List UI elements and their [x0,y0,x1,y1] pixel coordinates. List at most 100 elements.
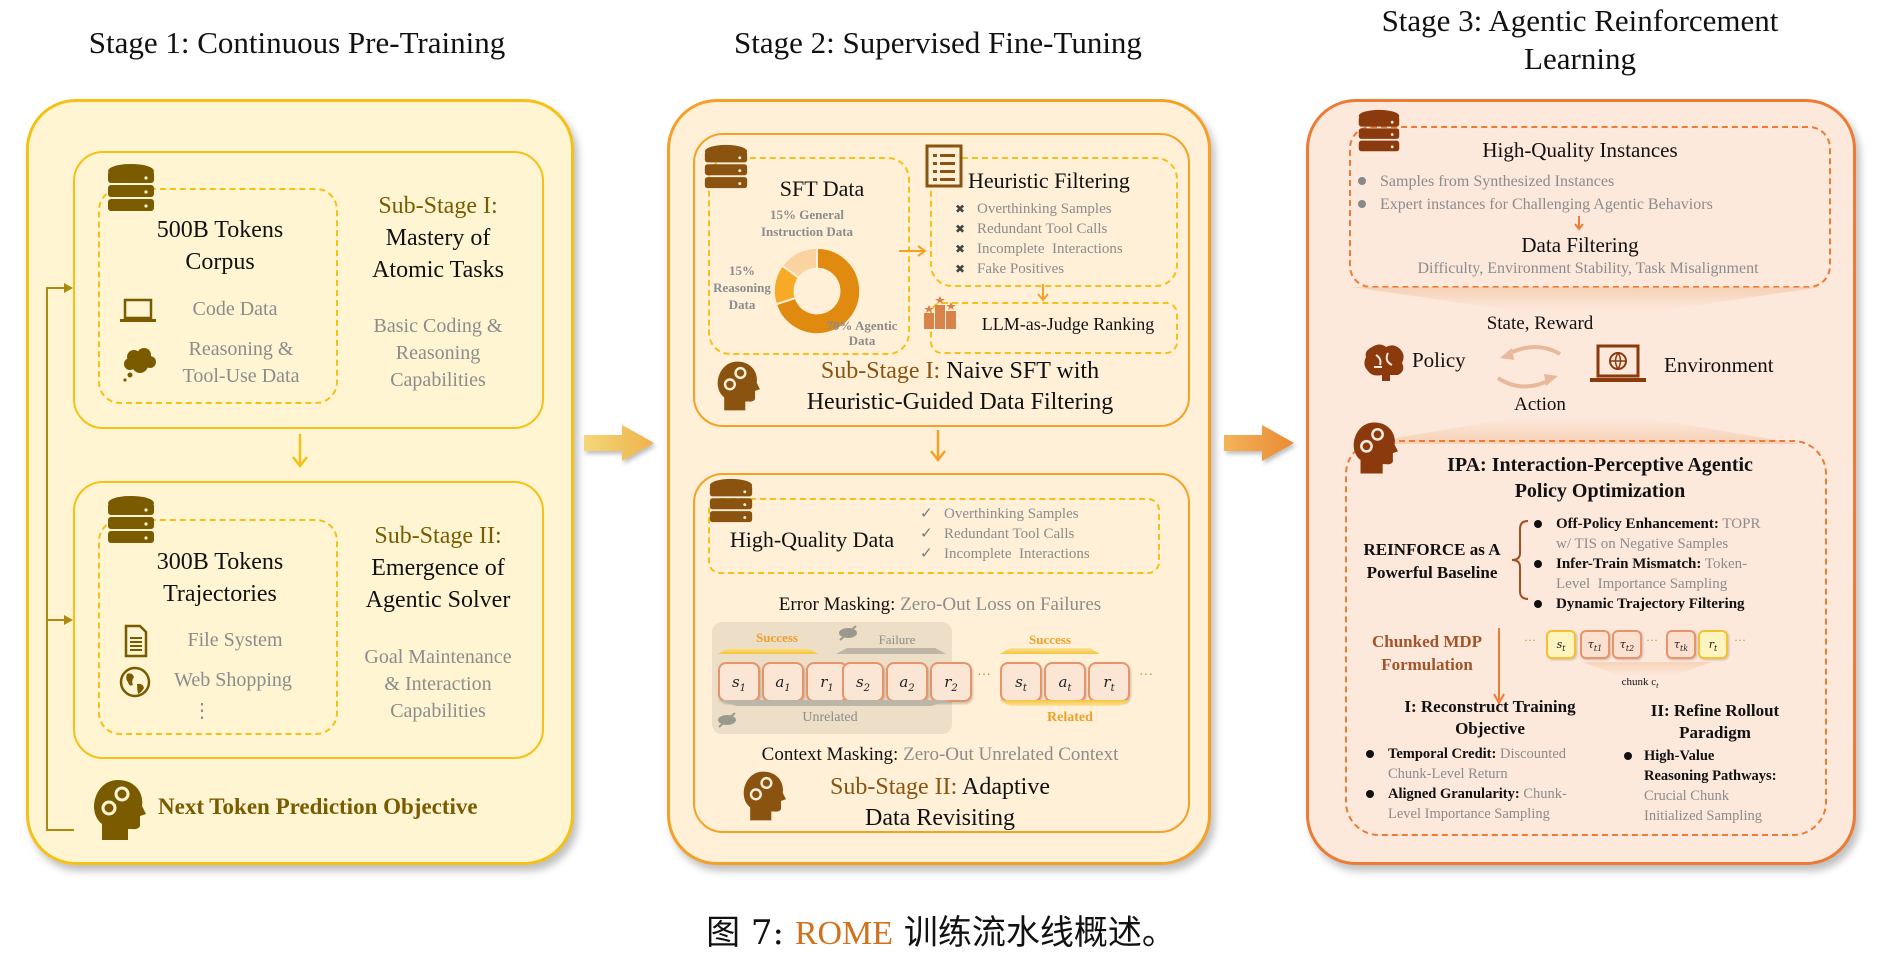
chunked-mdp-label: Chunked MDP Formulation [1362,630,1492,676]
stage1-sub1-data-title: 500B Tokens Corpus [120,214,320,278]
trajectory-token-chip: at [1044,662,1086,702]
data-filtering-text: Difficulty, Environment Stability, Task … [1417,260,1759,277]
substage-name-line1: Naive SFT with [946,358,1100,384]
obj-bullet: Temporal Credit: Discounted Chunk-Level … [1362,744,1612,784]
head-gears-icon [94,780,146,840]
token-symbol: τ [1587,638,1594,651]
check-icon: ✓ [920,506,933,522]
label-line1: 15% [729,263,755,278]
bullet-gray-line1: Token- [1704,556,1748,572]
unrelated-label: Unrelated [802,710,858,725]
token-symbol: s [1556,638,1563,651]
bullet-icon [1358,200,1366,208]
bullet-icon [1624,752,1632,760]
mdp-line1: Chunked MDP [1371,632,1483,651]
stage2-substage1-box [693,133,1190,427]
stage1-to-stage2-arrow [584,425,654,461]
token-subscript: t [1714,644,1718,654]
instances-title: High-Quality Instances [1482,138,1678,162]
label-line3: Data [728,297,756,312]
obj-bullet: Aligned Granularity: Chunk- Level Import… [1362,784,1612,824]
token-subscript: 2 [908,683,915,694]
hq-item: ✓Redundant Tool Calls [920,524,1160,544]
rollout-gray-line1: Crucial Chunk [1644,788,1729,804]
stage1-sub2-capabilities: Goal Maintenance & Interaction Capabilit… [338,644,538,725]
next-token-objective: Next Token Prediction Objective [158,794,478,819]
stage3-title-line2: Learning [1524,41,1636,76]
heuristic-filter-title: Heuristic Filtering [968,168,1130,193]
token-subscript: 2 [951,683,958,694]
bullet-gray-line1: TOPR [1722,516,1761,532]
heuristic-item: ✖Incomplete Interactions [955,239,1175,259]
instance-item: Expert instances for Challenging Agentic… [1352,193,1822,216]
check-icon: ✓ [920,546,933,562]
chunk-token-chip: rt [1698,630,1728,659]
token-symbol: a [899,673,909,691]
state-reward-label: State, Reward [1486,313,1594,334]
token-subscript: t1 [1593,644,1603,654]
database-icon [704,144,748,189]
bullet-bold: Dynamic Trajectory Filtering [1556,596,1745,612]
context-masking: Context Masking: Zero-Out Unrelated Cont… [700,744,1180,766]
stage3-title-line1: Stage 3: Agentic Reinforcement [1381,3,1779,38]
token-symbol: r [820,673,828,691]
capability-line1: Goal Maintenance [364,646,512,668]
success-bracket-2 [1000,648,1100,654]
label-line1: 70% Agentic [826,318,898,333]
chunk-token-chip: st [1546,630,1576,659]
label-line2: Tool-Use Data [182,365,300,387]
chunk-shade [1582,662,1712,676]
label-line1: 15% General [769,207,844,222]
token-symbol: s [855,673,864,691]
heuristic-item: ✖Fake Positives [955,259,1175,279]
high-quality-data-title: High-Quality Data [729,527,895,552]
stage1-sub2-heading: Sub-Stage II: Emergence of Agentic Solve… [348,520,528,616]
instance-item-text: Expert instances for Challenging Agentic… [1380,196,1713,213]
policy-environment-cycle-icon [1496,345,1562,389]
ipa-title-line2: Policy Optimization [1514,480,1686,502]
substage-label: Sub-Stage I: [820,358,941,384]
token-subscript: tk [1680,644,1689,654]
mdp-line2: Formulation [1381,655,1473,674]
checklist-icon [925,144,963,188]
sft-data-box [708,157,910,355]
token-subscript: t [1110,683,1115,694]
bullet-icon [1534,520,1542,528]
trajectory-token-chip: st [1000,662,1042,702]
data-title-line1: 300B Tokens [156,549,284,575]
donut-slice [774,246,861,336]
instances-list: Samples from Synthesized Instances Exper… [1352,170,1822,216]
chunk-ellipsis-left: ··· [1524,633,1536,647]
ipa-bullet: Infer-Train Mismatch: Token- Level Impor… [1530,554,1820,594]
objective-bullets: Temporal Credit: Discounted Chunk-Level … [1362,744,1612,824]
laptop-icon [120,298,156,322]
heuristic-item: ✖Redundant Tool Calls [955,219,1175,239]
database-icon [108,496,154,543]
caption-suffix: 训练流水线概述。 [903,913,1176,953]
data-filtering-title: Data Filtering [1521,233,1639,257]
unrelated-bracket [718,700,950,706]
label-line2: Data [848,333,876,348]
bullet-icon [1534,600,1542,608]
chunk-token-chip: τtk [1666,630,1696,659]
substage-name-line1: Emergence of [371,555,505,581]
stage1-sub1-capabilities: Basic Coding & Reasoning Capabilities [348,313,528,394]
token-symbol: τ [1619,638,1626,651]
token-subscript: t [1067,683,1072,694]
sft-data-title: SFT Data [779,176,865,201]
obj-title-line1: I: Reconstruct Training [1404,697,1576,716]
token-symbol: τ [1673,638,1681,651]
heuristic-filter-list: ✖Overthinking Samples ✖Redundant Tool Ca… [955,199,1175,279]
success-label-2: Success [1029,632,1071,647]
context-masking-text: Zero-Out Unrelated Context [903,744,1119,765]
capability-line2: & Interaction [384,673,492,695]
heuristic-item: ✖Overthinking Samples [955,199,1175,219]
label-line2: Reasoning [713,280,771,295]
reinforce-baseline: REINFORCE as A Powerful Baseline [1352,538,1512,584]
x-mark-icon: ✖ [955,242,966,256]
token-symbol: r [1103,673,1111,691]
rollout-gray-line2: Initialized Sampling [1644,808,1762,824]
token-subscript: t [1562,644,1566,654]
token-symbol: r [944,673,952,691]
hq-item-text: Overthinking Samples [944,506,1079,522]
